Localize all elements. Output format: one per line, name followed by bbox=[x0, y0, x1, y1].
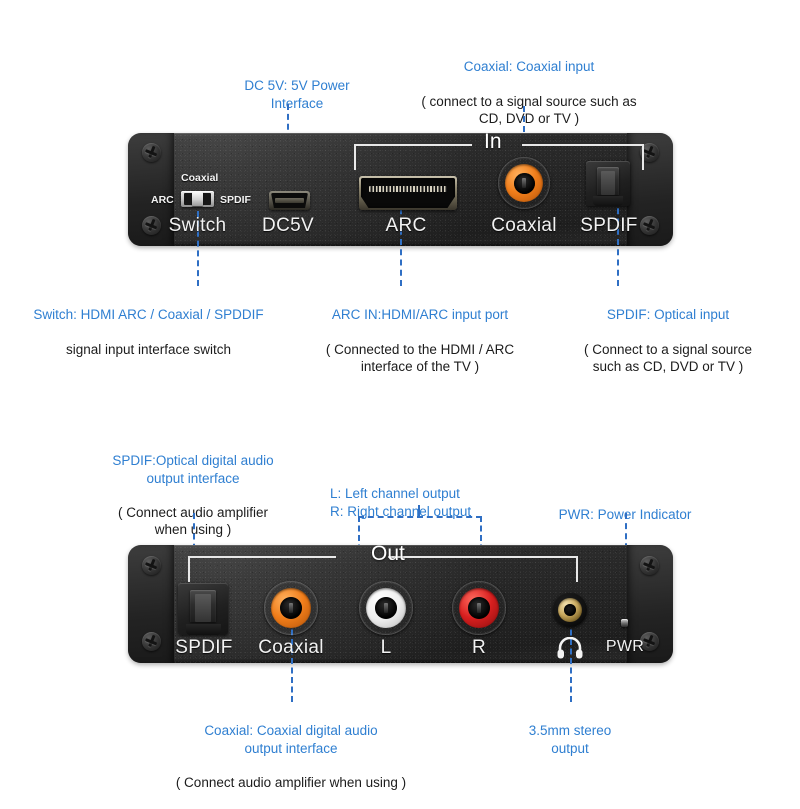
annotation-switch-title: Switch: HDMI ARC / Coaxial / SPDDIF bbox=[33, 307, 264, 323]
screw-top-right bbox=[640, 143, 659, 162]
screw-bottom-right bbox=[640, 216, 659, 235]
port-label-pwr: PWR bbox=[605, 638, 645, 655]
screw-top-left bbox=[142, 143, 161, 162]
input-source-switch[interactable] bbox=[181, 191, 214, 207]
annotation-coaxial-out: Coaxial: Coaxial digital audio output in… bbox=[141, 705, 441, 809]
annotation-headphone-title: 3.5mm stereo output bbox=[528, 723, 612, 756]
port-label-left: L bbox=[380, 637, 392, 658]
screw-top-left-out bbox=[142, 556, 161, 575]
annotation-coaxial-out-sub: ( Connect audio amplifier when using ) bbox=[175, 775, 407, 791]
leader-line-spdif-in bbox=[617, 198, 619, 286]
leader-line-arc bbox=[400, 198, 402, 286]
annotation-spdif-out-title: SPDIF:Optical digital audio output inter… bbox=[112, 453, 274, 486]
leader-line-switch bbox=[197, 211, 199, 286]
port-label-switch: Switch bbox=[168, 215, 227, 236]
annotation-spdif-out-sub: ( Connect audio amplifier when using ) bbox=[117, 505, 269, 538]
dc5v-power-port[interactable] bbox=[269, 191, 310, 210]
device-panel-input: In Coaxial ARC SPDIF Switch DC5V ARC Coa… bbox=[128, 133, 673, 246]
annotation-dc5v-title: DC 5V: 5V Power Interface bbox=[244, 78, 350, 111]
switch-position-arc: ARC bbox=[151, 194, 174, 206]
spdif-optical-output-port[interactable] bbox=[178, 583, 228, 635]
annotation-pwr: PWR: Power Indicator bbox=[530, 489, 720, 541]
coaxial-input-jack[interactable] bbox=[498, 157, 550, 209]
annotation-coaxial-in-title: Coaxial: Coaxial input bbox=[463, 59, 595, 75]
power-indicator-led bbox=[621, 619, 628, 627]
spdif-optical-input-port[interactable] bbox=[586, 161, 630, 206]
annotation-dc5v: DC 5V: 5V Power Interface bbox=[207, 60, 387, 129]
switch-position-coaxial: Coaxial bbox=[181, 172, 219, 184]
annotation-pwr-title: PWR: Power Indicator bbox=[558, 507, 692, 523]
leader-line-headphone bbox=[570, 620, 572, 702]
annotation-spdif-in-sub: ( Connect to a signal source such as CD,… bbox=[583, 341, 753, 375]
annotation-coaxial-in: Coaxial: Coaxial input ( connect to a si… bbox=[379, 41, 679, 145]
port-label-coaxial-in: Coaxial bbox=[491, 215, 557, 236]
port-label-spdif-out: SPDIF bbox=[175, 637, 233, 658]
annotation-arc-sub: ( Connected to the HDMI / ARC interface … bbox=[325, 341, 515, 375]
port-label-right: R bbox=[471, 637, 487, 658]
leader-line-coaxial-out bbox=[291, 620, 293, 702]
hdmi-arc-port[interactable] bbox=[359, 176, 457, 210]
screw-bottom-right-out bbox=[640, 632, 659, 651]
headphone-output-jack[interactable] bbox=[553, 593, 587, 627]
annotation-headphone: 3.5mm stereo output bbox=[486, 705, 654, 774]
leader-line-lr-stem bbox=[418, 505, 420, 517]
left-channel-output-jack[interactable] bbox=[359, 581, 413, 635]
annotation-coaxial-in-sub: ( connect to a signal source such as CD,… bbox=[421, 93, 637, 127]
device-panel-output: Out SPDIF Coaxial L R PWR bbox=[128, 545, 673, 663]
leader-bracket-lr bbox=[358, 516, 482, 560]
annotation-lr: L: Left channel output R: Right channel … bbox=[330, 468, 510, 537]
annotation-spdif-out: SPDIF:Optical digital audio output inter… bbox=[88, 435, 298, 556]
right-channel-output-jack[interactable] bbox=[452, 581, 506, 635]
annotation-spdif-in: SPDIF: Optical input ( Connect to a sign… bbox=[548, 289, 788, 393]
annotation-coaxial-out-title: Coaxial: Coaxial digital audio output in… bbox=[204, 723, 378, 756]
headphone-icon bbox=[557, 637, 583, 659]
port-label-arc: ARC bbox=[385, 215, 427, 236]
annotation-spdif-in-title: SPDIF: Optical input bbox=[606, 307, 730, 323]
annotation-lr-title: L: Left channel output R: Right channel … bbox=[330, 486, 472, 519]
port-label-coaxial-out: Coaxial bbox=[258, 637, 324, 658]
annotation-arc-title: ARC IN:HDMI/ARC input port bbox=[331, 307, 509, 323]
coaxial-output-jack[interactable] bbox=[264, 581, 318, 635]
annotation-arc: ARC IN:HDMI/ARC input port ( Connected t… bbox=[300, 289, 540, 393]
annotation-switch: Switch: HDMI ARC / Coaxial / SPDDIF sign… bbox=[6, 289, 291, 375]
screw-top-right-out bbox=[640, 556, 659, 575]
switch-position-spdif: SPDIF bbox=[220, 194, 251, 206]
port-label-dc5v: DC5V bbox=[262, 215, 314, 236]
in-group-label: In bbox=[484, 133, 502, 153]
out-group-label: Out bbox=[371, 545, 405, 565]
screw-bottom-left bbox=[142, 216, 161, 235]
annotation-switch-sub: signal input interface switch bbox=[65, 341, 232, 357]
port-label-spdif-in: SPDIF bbox=[580, 215, 638, 236]
screw-bottom-left-out bbox=[142, 632, 161, 651]
